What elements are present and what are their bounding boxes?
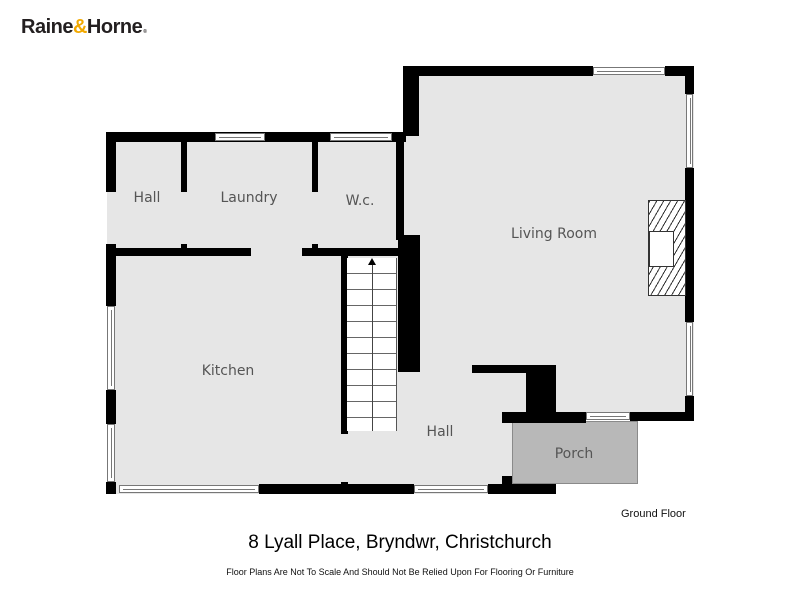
arrow-up-icon [368, 258, 376, 265]
wall [181, 244, 187, 252]
wall [685, 66, 694, 94]
room-label-kitchen: Kitchen [201, 363, 255, 379]
window [107, 306, 115, 390]
raine-horne-logo: Raine&Horne® [21, 16, 147, 39]
wall [630, 412, 694, 421]
fireplace [648, 200, 686, 296]
room-label-hall-upper: Hall [133, 190, 161, 206]
window [414, 485, 488, 493]
window [330, 133, 392, 141]
logo-text-horne: Horne [86, 16, 143, 38]
wall [106, 390, 116, 424]
wall [403, 66, 419, 136]
wall [106, 132, 116, 192]
wall [106, 244, 116, 306]
room-label-hall-lower: Hall [426, 424, 454, 440]
wall [106, 482, 116, 494]
window [586, 412, 630, 420]
wall [398, 235, 420, 372]
window [107, 424, 115, 482]
property-address: 8 Lyall Place, Bryndwr, Christchurch [248, 532, 552, 553]
window [215, 133, 265, 141]
wall [181, 140, 187, 192]
floor-plan: Hall Laundry W.c. Living Room Kitchen Ha… [106, 66, 694, 494]
room-label-porch: Porch [554, 446, 594, 462]
floor-living-room [404, 68, 694, 420]
wall [341, 252, 348, 434]
wall [302, 248, 402, 256]
wall [312, 244, 318, 252]
wall [685, 168, 694, 322]
wall [403, 66, 593, 76]
wall [526, 365, 556, 415]
wall [502, 412, 586, 423]
logo-text-raine: Raine [21, 16, 73, 38]
wall [341, 482, 348, 488]
wall [685, 396, 694, 420]
room-label-wc: W.c. [345, 193, 375, 209]
wall [312, 140, 318, 192]
logo-ampersand: & [72, 16, 87, 38]
room-label-laundry: Laundry [220, 190, 278, 206]
floor-level-label: Ground Floor [621, 508, 686, 520]
wall [106, 248, 251, 256]
disclaimer-text: Floor Plans Are Not To Scale And Should … [226, 567, 574, 577]
window [593, 67, 665, 75]
window [686, 322, 693, 396]
wall [502, 476, 512, 486]
logo-registered-mark: ® [143, 29, 147, 35]
staircase [347, 258, 397, 431]
fireplace-hearth [649, 231, 674, 267]
stair-direction-line [372, 262, 373, 431]
wall [259, 484, 414, 494]
wall [488, 484, 556, 494]
wall [472, 365, 532, 373]
room-label-living-room: Living Room [511, 226, 597, 242]
window [686, 94, 693, 168]
wall [396, 140, 404, 240]
window [119, 485, 259, 493]
wall [665, 66, 694, 76]
